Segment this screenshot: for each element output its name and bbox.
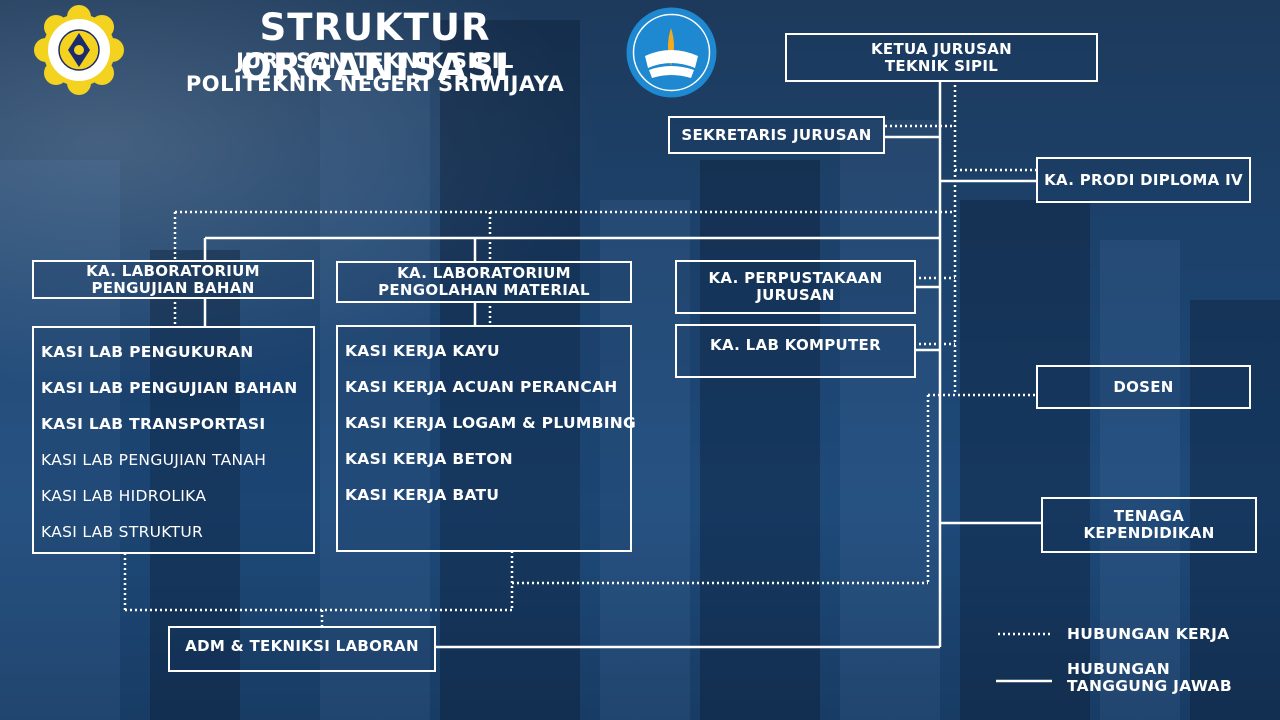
- list-lab-pengolahan-material: KASI KERJA KAYU KASI KERJA ACUAN PERANCA…: [336, 325, 637, 552]
- node-lab-pengolahan-material: KA. LABORATORIUM PENGOLAHAN MATERIAL: [336, 261, 632, 303]
- list-item: KASI LAB PENGUKURAN: [41, 343, 254, 361]
- node-ka-prodi: KA. PRODI DIPLOMA IV: [1036, 157, 1251, 203]
- node-dosen: DOSEN: [1036, 365, 1251, 409]
- legend-solid-label: HUBUNGAN TANGGUNG JAWAB: [1067, 661, 1232, 695]
- list-item: KASI LAB STRUKTUR: [41, 523, 204, 541]
- list-item: KASI KERJA BATU: [345, 486, 500, 504]
- page-subtitle-institution: POLITEKNIK NEGERI SRIWIJAYA: [185, 72, 565, 96]
- node-lab-material-line2: PENGOLAHAN MATERIAL: [378, 281, 590, 299]
- node-lab-material-line1: KA. LABORATORIUM: [397, 264, 571, 282]
- list-item: KASI LAB HIDROLIKA: [41, 487, 207, 505]
- node-dosen-label: DOSEN: [1113, 377, 1174, 396]
- node-tenaga-kependidikan: TENAGA KEPENDIDIKAN: [1041, 497, 1257, 553]
- list-item: KASI LAB PENGUJIAN TANAH: [41, 451, 267, 469]
- tut-wuri-handayani-logo: [625, 6, 718, 99]
- node-ketua-jurusan: KETUA JURUSAN TEKNIK SIPIL: [785, 33, 1098, 82]
- node-adm-tekniksi: ADM & TEKNIKSI LABORAN: [168, 626, 436, 672]
- legend-solid-line1: HUBUNGAN: [1067, 660, 1171, 678]
- node-sekretaris-label: SEKRETARIS JURUSAN: [681, 125, 872, 144]
- list-item: KASI LAB TRANSPORTASI: [41, 415, 266, 433]
- node-ketua-line1: KETUA JURUSAN: [870, 39, 1012, 58]
- list-item: KASI KERJA KAYU: [345, 342, 500, 360]
- node-perpustakaan-line2: JURUSAN: [756, 286, 835, 304]
- list-item: KASI KERJA ACUAN PERANCAH: [345, 378, 618, 396]
- list-item: KASI LAB PENGUJIAN BAHAN: [41, 379, 298, 397]
- node-perpustakaan: KA. PERPUSTAKAAN JURUSAN: [675, 260, 916, 314]
- node-lab-komputer: KA. LAB KOMPUTER: [675, 324, 916, 378]
- list-item: KASI KERJA LOGAM & PLUMBING: [345, 414, 637, 432]
- page-title: STRUKTUR ORGANISASI: [240, 6, 510, 89]
- node-sekretaris-jurusan: SEKRETARIS JURUSAN: [668, 116, 885, 154]
- list-lab-pengujian-bahan: KASI LAB PENGUKURAN KASI LAB PENGUJIAN B…: [32, 326, 315, 554]
- node-lab-bahan-line1: KA. LABORATORIUM: [86, 261, 260, 280]
- node-lab-pengujian-bahan: KA. LABORATORIUM PENGUJIAN BAHAN: [32, 260, 314, 299]
- node-adm-label: ADM & TEKNIKSI LABORAN: [185, 637, 419, 655]
- node-perpustakaan-line1: KA. PERPUSTAKAAN: [708, 269, 883, 287]
- node-tendik-line1: TENAGA: [1113, 507, 1185, 525]
- node-komputer-label: KA. LAB KOMPUTER: [710, 336, 881, 354]
- legend-solid-line2: TANGGUNG JAWAB: [1067, 677, 1232, 695]
- page-subtitle-department: JURUSAN TEKNIK SIPIL: [236, 49, 514, 73]
- node-prodi-label: KA. PRODI DIPLOMA IV: [1044, 170, 1243, 189]
- list-item: KASI KERJA BETON: [345, 450, 513, 468]
- polsri-logo: [32, 3, 126, 97]
- node-tendik-line2: KEPENDIDIKAN: [1083, 524, 1215, 542]
- node-ketua-line2: TEKNIK SIPIL: [884, 56, 999, 75]
- node-lab-bahan-line2: PENGUJIAN BAHAN: [91, 278, 255, 297]
- legend-dotted-label: HUBUNGAN KERJA: [1067, 625, 1230, 643]
